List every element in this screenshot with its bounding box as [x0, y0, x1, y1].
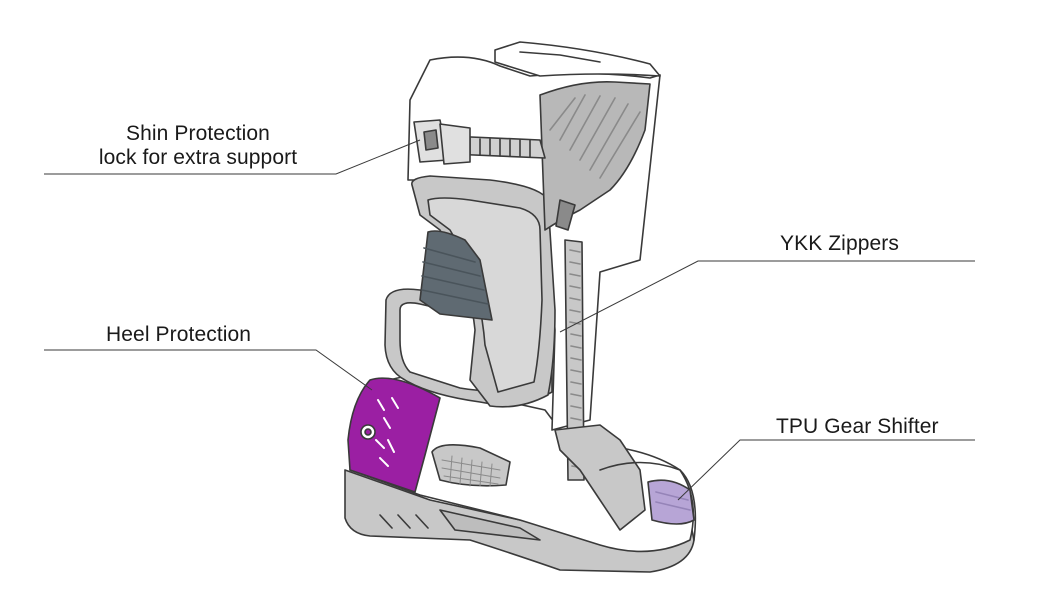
calf-ribs [419, 230, 493, 321]
tpu-callout-line [677, 439, 975, 501]
instep-strap [554, 424, 646, 531]
shin-protection-title: Shin Protection [126, 122, 270, 145]
shin-protection-callout: Shin Protection lock for extra support [78, 122, 318, 170]
top-cap [494, 41, 661, 77]
heel-protector [347, 377, 441, 493]
tpu-gear-shifter [647, 479, 695, 525]
ykk-callout-line [559, 260, 975, 333]
shin-callout-line [44, 139, 421, 175]
ykk-zippers-label: YKK Zippers [780, 232, 899, 255]
heel-callout-line [44, 349, 373, 391]
shin-protection-subtitle: lock for extra support [98, 146, 298, 169]
tpu-gear-shifter-label: TPU Gear Shifter [776, 415, 939, 438]
heel-protection-label: Heel Protection [106, 323, 252, 346]
